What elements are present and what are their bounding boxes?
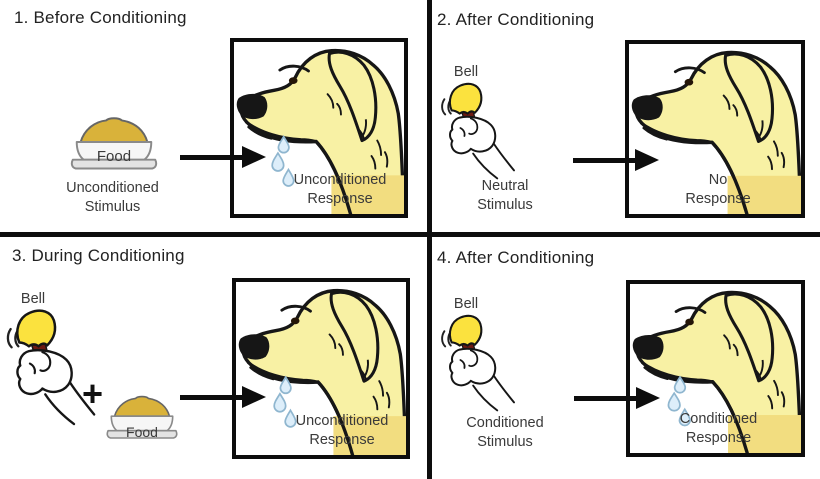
response-caption: Conditioned Response [633, 410, 804, 448]
panel-title: 2. After Conditioning [437, 10, 595, 29]
arrow-icon [574, 396, 636, 401]
arrow-icon [573, 158, 635, 163]
panel-3-during-conditioning: 3. During Conditioning Bell + Food Uncon… [0, 237, 427, 479]
response-caption-line2: Response [309, 432, 375, 448]
response-caption-line2: Response [685, 191, 751, 207]
stimulus-caption: Unconditioned Stimulus [40, 179, 185, 217]
panel-title: 1. Before Conditioning [14, 8, 187, 27]
panel-title: 4. After Conditioning [437, 248, 595, 267]
food-label: Food [96, 148, 132, 165]
response-box: Conditioned Response [626, 280, 805, 457]
response-caption-line1: No [708, 172, 728, 188]
response-caption: No Response [632, 171, 804, 209]
food-label: Food [126, 424, 158, 440]
arrowhead-icon [636, 387, 660, 409]
arrowhead-icon [242, 386, 266, 408]
response-caption-line1: Unconditioned [295, 413, 389, 429]
panel-2-after-conditioning: 2. After Conditioning Bell Neutral Stimu… [426, 0, 820, 232]
vertical-divider [427, 0, 432, 479]
response-caption-line2: Response [307, 191, 373, 207]
response-box: No Response [625, 40, 805, 218]
stimulus-caption-line2: Stimulus [477, 434, 533, 450]
response-caption: Unconditioned Response [257, 412, 427, 450]
bell-icon [426, 312, 530, 412]
stimulus-caption: Neutral Stimulus [445, 177, 565, 215]
response-caption: Unconditioned Response [255, 171, 425, 209]
stimulus-caption-line2: Stimulus [477, 197, 533, 213]
bell-label: Bell [453, 296, 479, 312]
arrowhead-icon [635, 149, 659, 171]
panel-1-before-conditioning: 1. Before Conditioning Food Unconditione… [0, 0, 427, 232]
arrow-icon [180, 395, 242, 400]
stimulus-caption: Conditioned Stimulus [445, 414, 565, 452]
bell-label: Bell [20, 291, 46, 307]
stimulus-caption-line2: Stimulus [84, 199, 141, 215]
horizontal-divider [0, 232, 820, 237]
arrow-icon [180, 155, 242, 160]
response-caption-line1: Conditioned [679, 411, 758, 427]
plus-sign: + [82, 373, 104, 414]
stimulus-caption-line1: Unconditioned [66, 180, 159, 196]
panel-4-after-conditioning: 4. After Conditioning Bell Conditioned S… [426, 237, 820, 479]
stimulus-caption-line1: Neutral [481, 178, 529, 194]
response-caption-line1: Unconditioned [293, 172, 387, 188]
panel-title: 3. During Conditioning [12, 246, 185, 265]
response-box: Unconditioned Response [232, 278, 410, 459]
response-box: Unconditioned Response [230, 38, 408, 218]
bell-icon [426, 80, 530, 180]
arrowhead-icon [242, 146, 266, 168]
stimulus-caption-line1: Conditioned [466, 415, 544, 431]
response-caption-line2: Response [685, 430, 752, 446]
bell-label: Bell [453, 64, 479, 80]
